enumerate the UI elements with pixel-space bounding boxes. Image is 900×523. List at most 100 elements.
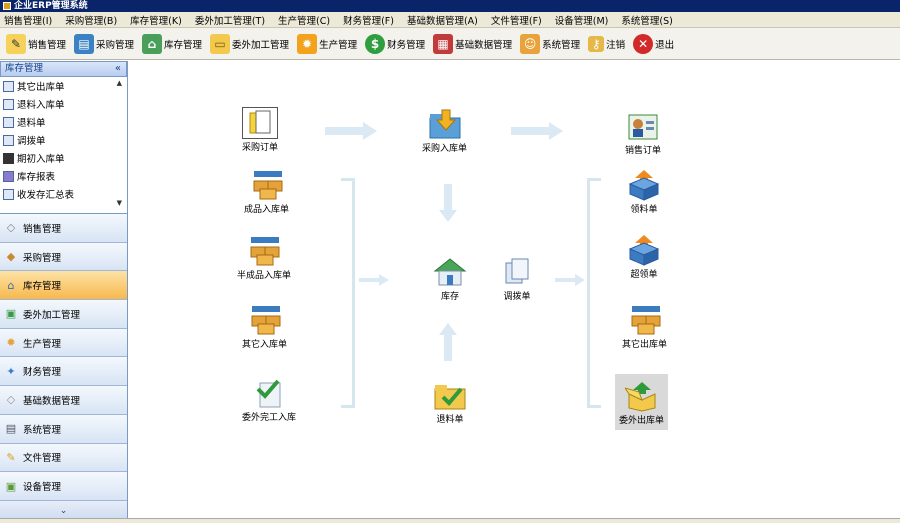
arrow-down-icon (439, 184, 457, 222)
house-icon: ⌂ (142, 33, 163, 54)
purchase-button[interactable]: ▤ 采购管理 (72, 31, 136, 57)
arrow-right-icon (359, 274, 389, 286)
collapse-icon[interactable]: « (114, 63, 121, 74)
sidebar-tree: 其它出库单 退料入库单 退料单 调拨单 期初入库单 库存报表 收发存汇总表 ▲ … (0, 77, 127, 214)
menu-inventory[interactable]: 库存管理(K) (130, 15, 182, 27)
menu-equipment[interactable]: 设备管理(M) (554, 15, 609, 27)
node-stock[interactable]: 库存 (432, 256, 468, 302)
scroll-down-icon[interactable]: ▼ (116, 199, 122, 207)
app-icon (3, 2, 11, 10)
scroll-up-icon[interactable]: ▲ (116, 79, 122, 87)
key-icon: ⚷ (588, 35, 605, 52)
right-bracket (587, 178, 601, 408)
users-icon: ☺ (520, 33, 541, 54)
nav-more-button[interactable]: ⌄ (0, 500, 127, 522)
nav-sales[interactable]: ◇销售管理 (0, 214, 127, 243)
tree-item-other-out[interactable]: 其它出库单 (0, 77, 127, 95)
node-finished-in[interactable]: 成品入库单 (244, 169, 289, 215)
gear-icon: ✹ (297, 33, 318, 54)
box-up-icon (626, 169, 662, 201)
node-purchase-in[interactable]: 采购入库单 (422, 108, 467, 154)
nav-files[interactable]: ✎文件管理 (0, 443, 127, 473)
gear-icon: ✹ (6, 336, 16, 350)
menu-bar: 销售管理(I) 采购管理(B) 库存管理(K) 委外加工管理(T) 生产管理(C… (0, 12, 900, 28)
node-purchase-order[interactable]: 采购订单 (242, 107, 278, 153)
tree-item-return[interactable]: 退料单 (0, 113, 127, 131)
tree-item-return-in[interactable]: 退料入库单 (0, 95, 127, 113)
node-pick[interactable]: 领料单 (626, 169, 662, 215)
flow-canvas: 采购订单 成品入库单 半成品入库单 其它入库单 委外完工入库 采购入库单 (129, 61, 900, 518)
status-bar (0, 518, 900, 523)
outsource-button[interactable]: ▭ 委外加工管理 (208, 31, 291, 57)
document-icon (3, 116, 14, 128)
document-icon (3, 98, 14, 110)
window-icon: ▤ (5, 422, 17, 436)
tree-item-summary[interactable]: 收发存汇总表 (0, 185, 127, 203)
system-button[interactable]: ☺ 系统管理 (518, 31, 582, 57)
sales-button[interactable]: ✎ 销售管理 (4, 31, 68, 57)
house-icon: ⌂ (7, 278, 15, 292)
boxes-out-icon (627, 304, 663, 336)
tag-icon: ◇ (6, 393, 16, 407)
box-icon: ▣ (5, 479, 17, 493)
production-button[interactable]: ✹ 生产管理 (295, 31, 359, 57)
node-return[interactable]: 退料单 (432, 379, 468, 425)
report-icon (3, 188, 14, 200)
nav-system[interactable]: ▤系统管理 (0, 414, 127, 444)
sidebar-header: 库存管理 « (0, 61, 127, 77)
node-other-in[interactable]: 其它入库单 (242, 304, 287, 350)
menu-sales[interactable]: 销售管理(I) (4, 15, 53, 27)
node-transfer[interactable]: 调拨单 (499, 256, 535, 302)
menu-purchase[interactable]: 采购管理(B) (65, 15, 118, 27)
tree-item-opening-in[interactable]: 期初入库单 (0, 149, 127, 167)
logout-button[interactable]: ⚷ 注销 (586, 31, 627, 57)
person-icon (3, 152, 14, 164)
tree-item-transfer[interactable]: 调拨单 (0, 131, 127, 149)
tree-item-report[interactable]: 库存报表 (0, 167, 127, 185)
nav-finance[interactable]: ✦财务管理 (0, 357, 127, 387)
exit-button[interactable]: ✕ 退出 (631, 31, 676, 57)
boxes-in-icon (247, 304, 283, 336)
documents-icon (499, 256, 535, 288)
node-outsource-done[interactable]: 委外完工入库 (242, 377, 296, 423)
boxes-in-icon (249, 169, 285, 201)
menu-finance[interactable]: 财务管理(F) (343, 15, 394, 27)
basedata-button[interactable]: ▦ 基础数据管理 (431, 31, 514, 57)
house-icon (432, 256, 468, 288)
window-title: 企业ERP管理系统 (14, 1, 88, 11)
nav-basedata[interactable]: ◇基础数据管理 (0, 386, 127, 415)
nav-outsource[interactable]: ▣委外加工管理 (0, 300, 127, 329)
folder-check-icon (432, 379, 468, 411)
folder-icon: ▭ (210, 33, 231, 54)
report-icon (3, 170, 14, 182)
box-icon: ▣ (5, 307, 17, 321)
node-sales-order[interactable]: 销售订单 (625, 110, 661, 156)
coins-icon: ✦ (6, 364, 16, 378)
sidebar-nav: ◇销售管理 ◆采购管理 ⌂库存管理 ▣委外加工管理 ✹生产管理 ✦财务管理 ◇基… (0, 214, 127, 501)
menu-outsource[interactable]: 委外加工管理(T) (194, 15, 266, 27)
checkmark-doc-icon (251, 377, 287, 409)
node-other-out[interactable]: 其它出库单 (622, 304, 667, 350)
node-outsource-out[interactable]: 委外出库单 (615, 374, 669, 430)
nav-purchase[interactable]: ◆采购管理 (0, 242, 127, 272)
pencil-notebook-icon: ✎ (6, 33, 26, 54)
dollar-icon: $ (365, 33, 386, 54)
node-over-pick[interactable]: 超领单 (626, 234, 662, 280)
window-titlebar: 企业ERP管理系统 (0, 0, 900, 12)
menu-basedata[interactable]: 基础数据管理(A) (406, 15, 478, 27)
node-semi-in[interactable]: 半成品入库单 (237, 235, 291, 281)
menu-production[interactable]: 生产管理(C) (278, 15, 331, 27)
inventory-button[interactable]: ⌂ 库存管理 (140, 31, 204, 57)
menu-system[interactable]: 系统管理(S) (621, 15, 673, 27)
nav-inventory[interactable]: ⌂库存管理 (0, 271, 127, 301)
boxes-in-icon (246, 235, 282, 267)
arrow-up-icon (439, 323, 457, 361)
nav-equipment[interactable]: ▣设备管理 (0, 472, 127, 501)
tag-icon: ◇ (6, 221, 16, 235)
nav-production[interactable]: ✹生产管理 (0, 328, 127, 358)
finance-button[interactable]: $ 财务管理 (363, 31, 427, 57)
cart-icon: ▤ (74, 33, 95, 54)
document-icon (3, 134, 14, 146)
cart-icon: ◆ (6, 250, 16, 264)
menu-files[interactable]: 文件管理(F) (490, 15, 542, 27)
